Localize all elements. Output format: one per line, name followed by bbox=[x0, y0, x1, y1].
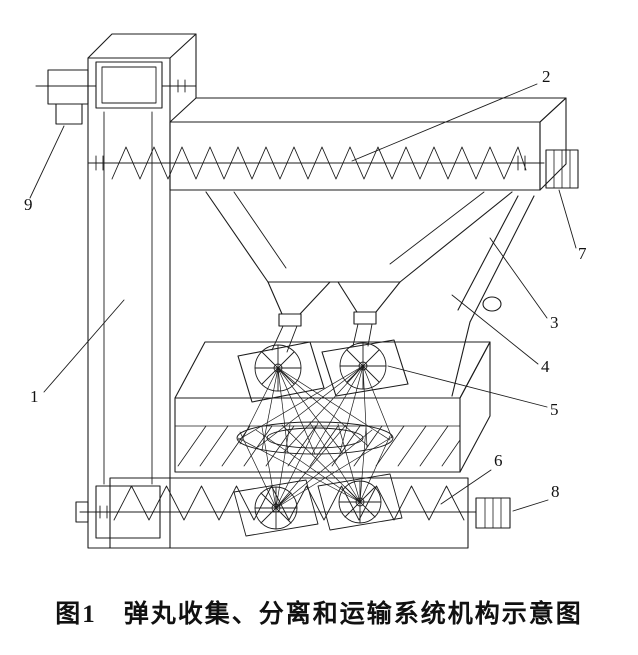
shot-streams bbox=[237, 365, 393, 509]
leader-2 bbox=[351, 83, 538, 162]
boot-casing bbox=[95, 485, 161, 539]
separator-box bbox=[174, 339, 491, 473]
shot-pile bbox=[236, 421, 394, 455]
separator-wheel-bottom-right bbox=[317, 473, 403, 531]
callout-leaders bbox=[29, 83, 577, 512]
leader-5 bbox=[387, 365, 548, 408]
leader-3 bbox=[489, 237, 548, 319]
motor-9-body bbox=[47, 69, 89, 105]
callout-label-9: 9 bbox=[24, 195, 33, 214]
callout-label-7: 7 bbox=[578, 244, 587, 263]
leader-1 bbox=[43, 299, 125, 393]
bottom-screw-flight bbox=[113, 485, 465, 521]
leader-6 bbox=[440, 469, 492, 505]
elevator-boot bbox=[75, 485, 161, 539]
leader-4 bbox=[451, 294, 539, 365]
callout-label-2: 2 bbox=[542, 67, 551, 86]
bottom-screw-conveyor bbox=[79, 477, 477, 549]
figure-caption: 图1 弹丸收集、分离和运输系统机构示意图 bbox=[55, 601, 583, 628]
callout-label-1: 1 bbox=[30, 387, 39, 406]
top-conveyor-motor bbox=[545, 149, 579, 189]
callout-label-3: 3 bbox=[550, 313, 559, 332]
left-feed-gate bbox=[278, 313, 302, 327]
shot-pile-inner-ellipse bbox=[266, 427, 364, 449]
elevator-column bbox=[87, 33, 197, 549]
mechanism-diagram: 1 2 3 4 5 6 7 8 9 bbox=[24, 33, 587, 549]
collection-hopper bbox=[205, 191, 513, 353]
leader-7 bbox=[558, 189, 577, 249]
separator-wheel-bottom-left bbox=[233, 479, 319, 537]
shot-pile-outer-ellipse bbox=[236, 421, 394, 455]
leader-8 bbox=[512, 499, 549, 512]
leader-9 bbox=[29, 125, 65, 199]
callout-label-5: 5 bbox=[550, 400, 559, 419]
bottom-conveyor-motor bbox=[475, 497, 511, 529]
right-feed-gate bbox=[353, 311, 377, 325]
callout-label-8: 8 bbox=[551, 482, 560, 501]
motor-9-base bbox=[55, 103, 83, 125]
callout-labels: 1 2 3 4 5 6 7 8 9 bbox=[24, 67, 587, 501]
top-screw-conveyor bbox=[87, 97, 567, 191]
top-screw-flight bbox=[111, 146, 527, 180]
callout-label-4: 4 bbox=[541, 357, 550, 376]
callout-label-6: 6 bbox=[494, 451, 503, 470]
head-drive-motor bbox=[35, 69, 97, 125]
side-chute bbox=[451, 195, 535, 397]
boot-bearing bbox=[75, 501, 89, 523]
elevator-head-drive bbox=[95, 61, 163, 109]
chute-roller bbox=[482, 296, 502, 312]
